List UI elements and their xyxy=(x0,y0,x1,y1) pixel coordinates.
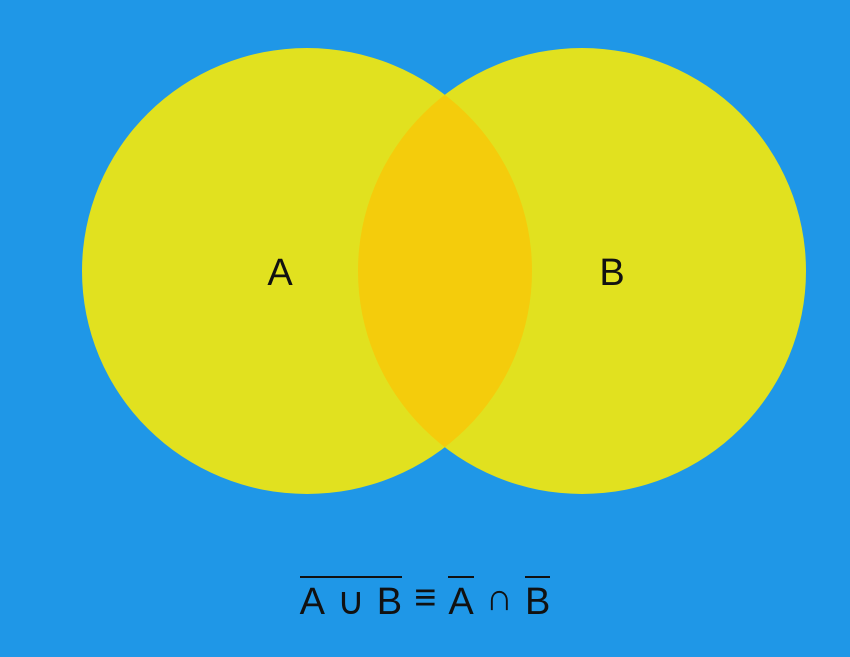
lhs-complement-group: A ∪ B xyxy=(299,575,403,623)
intersection-region xyxy=(358,48,532,494)
equivalence-symbol: ≡ xyxy=(414,577,437,619)
union-symbol: ∪ xyxy=(336,580,365,623)
set-b-label: B xyxy=(599,252,624,294)
formula-rhs-b: B xyxy=(525,575,551,621)
set-a-label: A xyxy=(267,252,293,294)
formula-lhs-a: A xyxy=(299,580,325,623)
formula-rhs-a: A xyxy=(448,575,474,621)
de-morgan-formula: A ∪ B ≡ A ∩ B xyxy=(0,568,850,628)
intersection-symbol: ∩ xyxy=(485,577,514,619)
formula-lhs-b: B xyxy=(376,580,403,623)
